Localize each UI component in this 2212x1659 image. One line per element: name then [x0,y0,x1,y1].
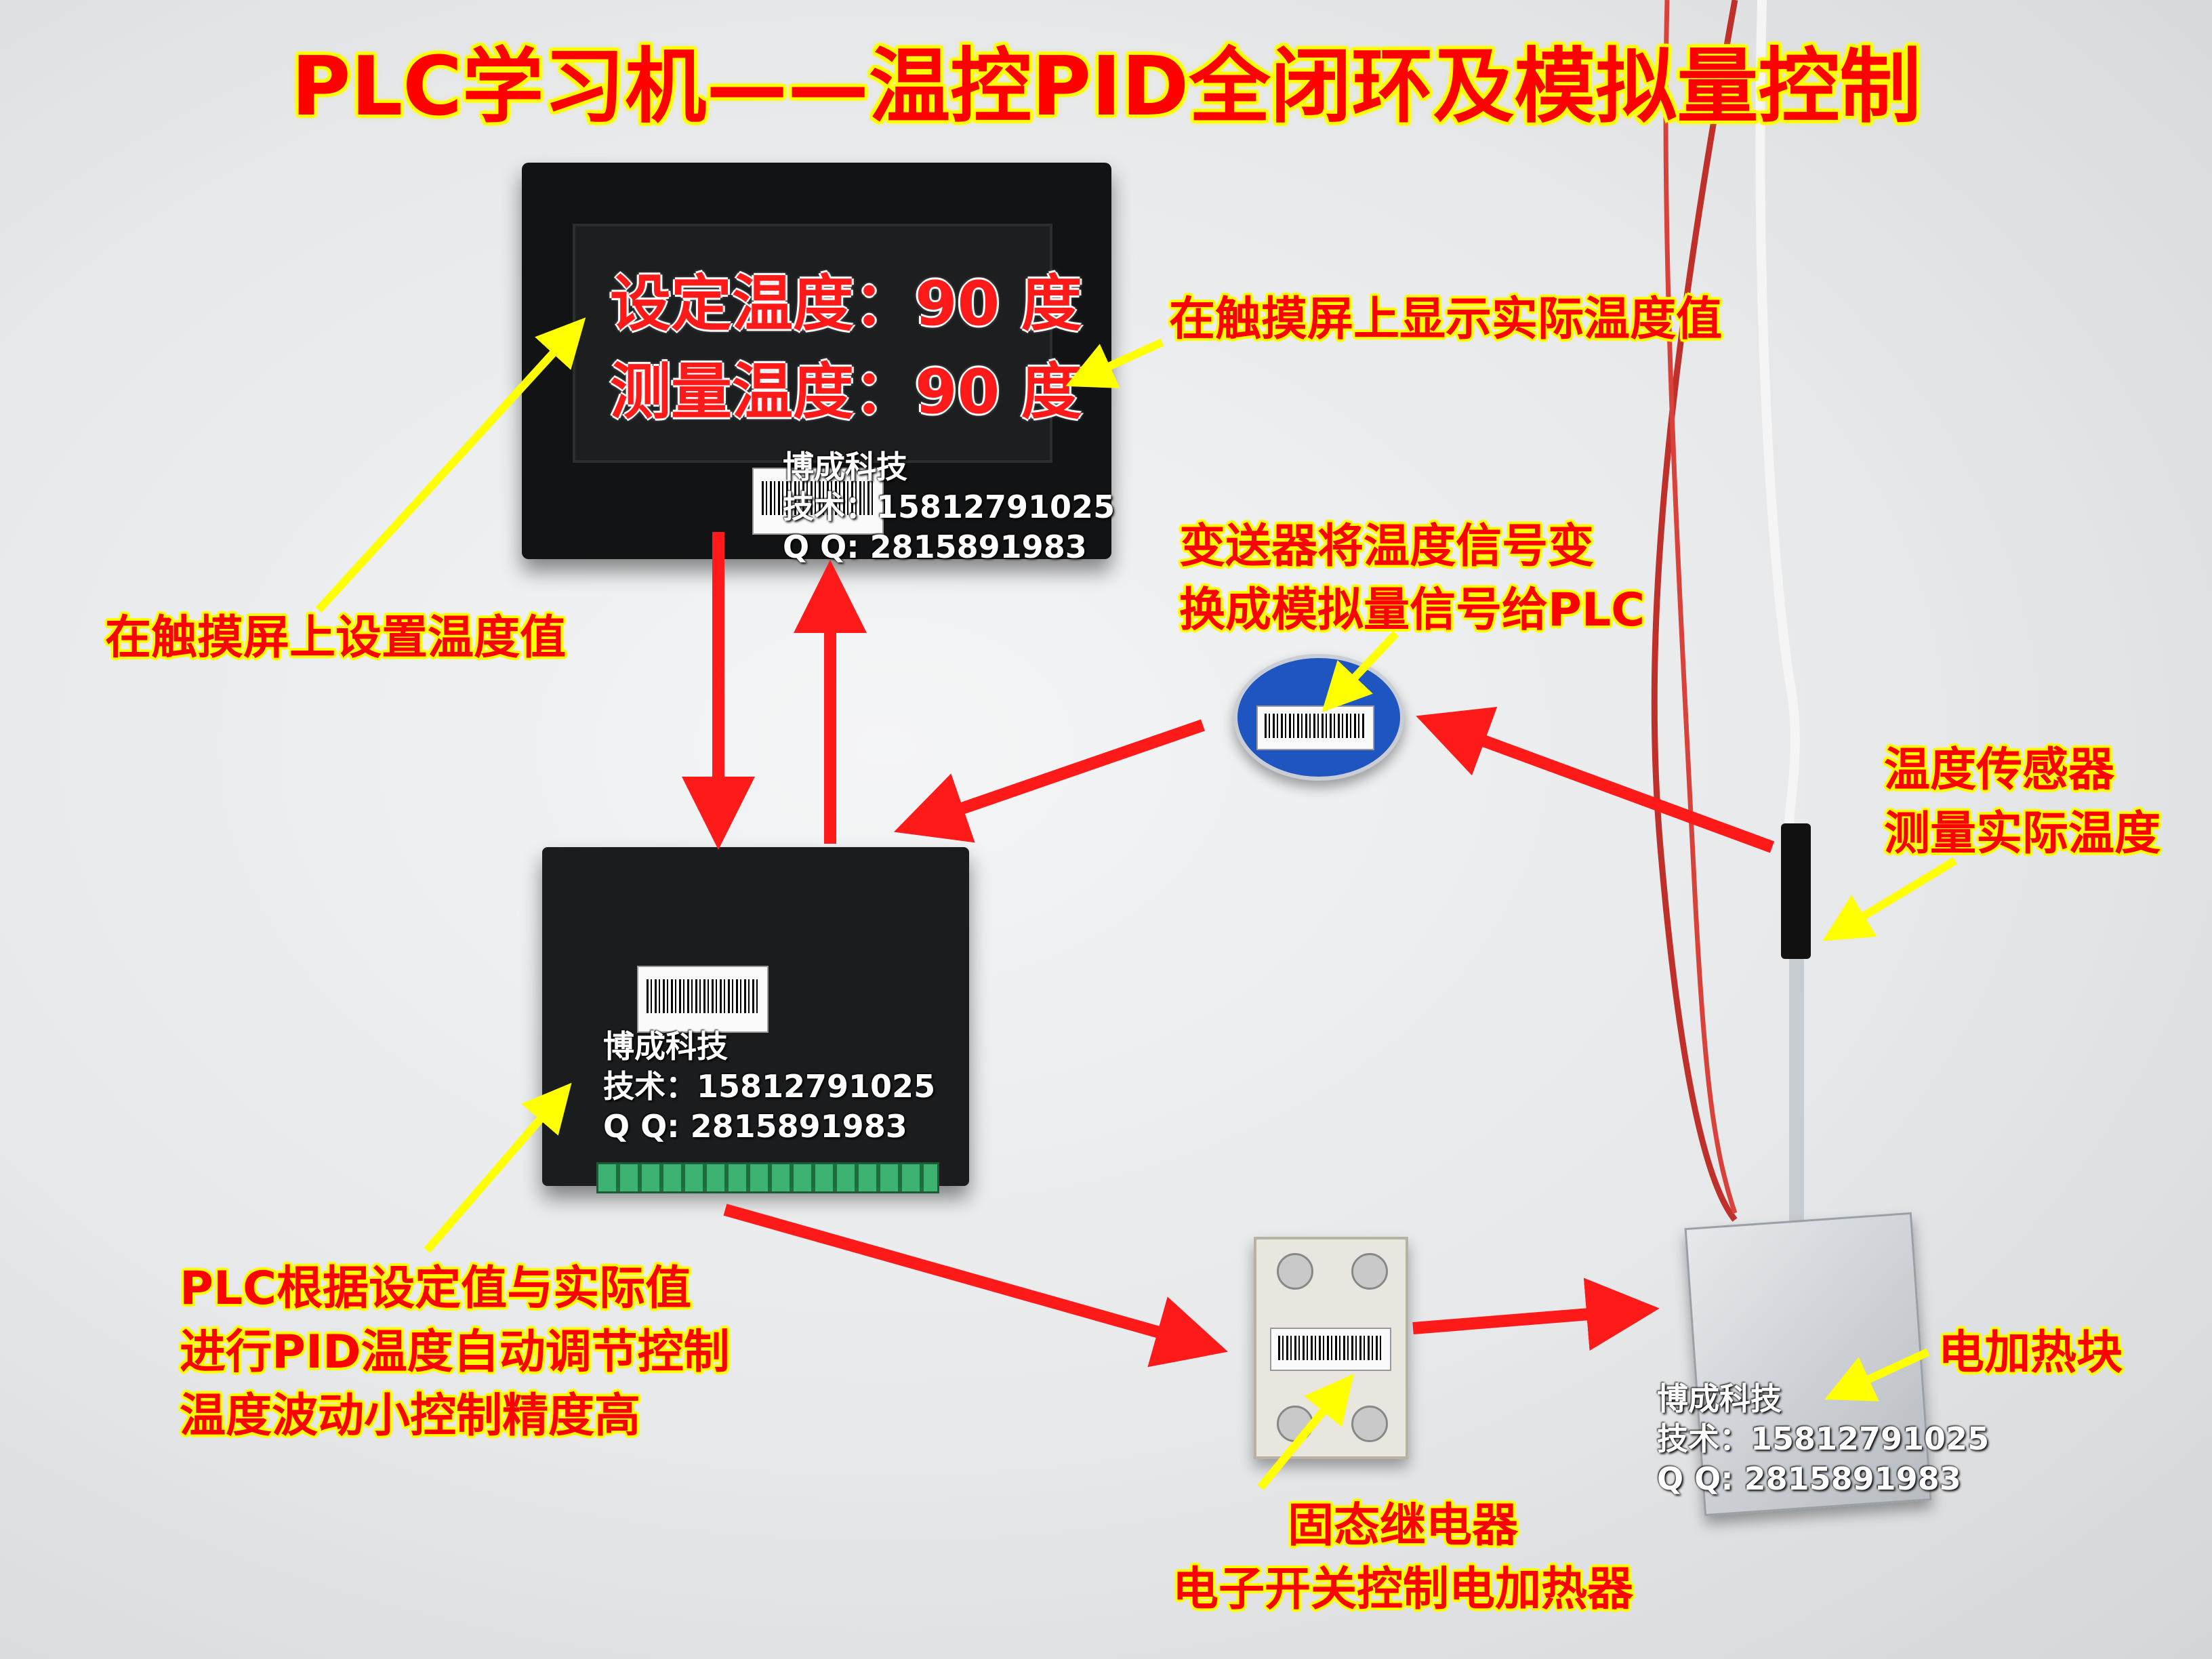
page-title: PLC学习机——温控PID全闭环及模拟量控制 [291,40,1921,134]
label-plc-line2: 进行PID温度自动调节控制 [180,1325,730,1379]
callout-arrow-plc [424,1082,572,1253]
watermark-tech: 技术：15812791025 [603,1067,936,1105]
measured-temperature-readout: 测量温度：90 度 [610,356,1082,428]
solid-state-relay [1254,1237,1408,1459]
heater-watermark: 博成科技 技术：15812791025 Q Q: 2815891983 [1657,1379,1989,1499]
label-sensor: 温度传感器 测量实际温度 [1884,739,2160,866]
callout-arrow-set-on-screen [315,317,586,613]
watermark-qq: Q Q: 2815891983 [603,1107,907,1145]
sensor-probe-body [1781,823,1811,959]
ssr-barcode [1278,1336,1383,1360]
label-transmitter-line1: 变送器将温度信号变 [1179,520,1595,573]
hmi-barcode [762,481,874,515]
white-sensor-wire [1755,0,1800,827]
plc-sticker [637,966,769,1033]
flow-arrow-plc-to-ssr [723,1204,1228,1368]
ssr-sticker [1270,1328,1391,1371]
flow-arrow-sensor-to-transmitter [1416,706,1775,853]
ssr-screw-terminal [1351,1253,1388,1290]
watermark-qq: Q Q: 2815891983 [783,528,1087,565]
label-ssr: 固态继电器 电子开关控制电加热器 [1030,1494,1776,1622]
watermark-qq: Q Q: 2815891983 [1657,1460,1961,1497]
set-temperature-readout: 设定温度：90 度 [610,268,1082,340]
watermark-company: 博成科技 [783,449,907,485]
label-plc-line3: 温度波动小控制精度高 [180,1389,641,1443]
label-transmitter: 变送器将温度信号变 换成模拟量信号给PLC [1179,515,1645,642]
callout-arrow-display-actual [1065,338,1164,388]
label-sensor-line1: 温度传感器 [1884,743,2115,797]
callout-arrow-ssr [1257,1374,1354,1490]
sensor-probe-rod [1789,959,1804,1230]
ssr-screw-terminal [1351,1406,1388,1442]
flow-arrow-transmitter-to-plc [893,719,1205,843]
flow-arrow-ssr-to-heater [1412,1277,1660,1351]
ssr-screw-terminal [1277,1253,1313,1290]
red-heater-wire [1663,0,1738,1214]
label-heater: 电加热块 [1938,1326,2123,1380]
hmi-sticker [752,468,884,535]
label-plc: PLC根据设定值与实际值 进行PID温度自动调节控制 温度波动小控制精度高 [180,1257,730,1448]
watermark-tech: 技术：15812791025 [1657,1420,1990,1457]
callout-arrow-transmitter [1322,630,1399,713]
temperature-transmitter [1233,654,1404,781]
label-transmitter-line2: 换成模拟量信号给PLC [1179,583,1645,637]
transmitter-sticker [1256,705,1374,750]
label-ssr-line2: 电子开关控制电加热器 [1172,1562,1633,1616]
label-ssr-line1: 固态继电器 [1287,1499,1518,1553]
label-plc-line1: PLC根据设定值与实际值 [180,1262,692,1315]
plc-bottom-terminals [596,1162,939,1193]
watermark-company: 博成科技 [603,1028,728,1065]
label-sensor-line2: 测量实际温度 [1884,806,2161,861]
label-set-on-screen: 在触摸屏上设置温度值 [105,611,567,665]
watermark-tech: 技术：15812791025 [783,488,1115,525]
callout-arrow-sensor [1822,857,1958,941]
plc-watermark: 博成科技 技术：15812791025 Q Q: 2815891983 [603,1027,935,1147]
label-display-actual: 在触摸屏上显示实际温度值 [1169,293,1723,346]
transmitter-barcode [1265,714,1366,738]
hmi-watermark: 博成科技 技术：15812791025 Q Q: 2815891983 [783,447,1115,567]
watermark-company: 博成科技 [1657,1380,1782,1417]
red-sensor-wire [1651,0,1738,1222]
callout-arrow-heater [1824,1348,1930,1401]
plc-barcode [647,979,759,1013]
